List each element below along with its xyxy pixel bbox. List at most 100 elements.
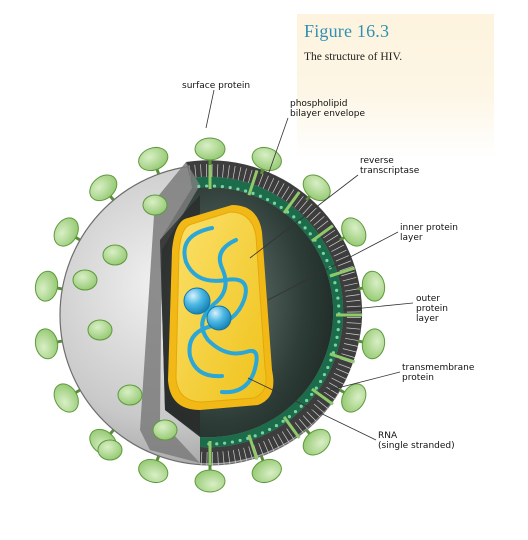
protein-dot xyxy=(243,189,248,193)
protein-dot xyxy=(205,184,209,188)
surface-protein-knobs xyxy=(34,137,386,493)
bilayer-stripe xyxy=(310,407,322,418)
protein-dots xyxy=(197,184,341,446)
surface-protein-knob xyxy=(87,319,113,341)
bilayer-stripe xyxy=(333,249,347,257)
bilayer-stripe xyxy=(323,229,336,239)
figure-caption: The structure of HIV. xyxy=(304,51,403,63)
surface-protein-knob xyxy=(53,383,79,413)
transmembrane-stalk xyxy=(282,191,301,214)
bilayer-stripe xyxy=(222,451,225,466)
leader-rna xyxy=(247,377,377,441)
protein-dot xyxy=(303,226,307,230)
bilayer-stripe xyxy=(286,428,295,441)
protein-dot xyxy=(292,215,296,219)
bilayer-stripe xyxy=(344,288,359,292)
bilayer-stripe xyxy=(306,411,318,423)
protein-dot xyxy=(279,205,283,210)
bilayer-stripe xyxy=(326,386,339,395)
bilayer-stripe xyxy=(342,348,357,353)
leader-transmembrane xyxy=(321,371,401,393)
bilayer-stripe xyxy=(247,169,253,184)
capsid-core xyxy=(168,205,274,410)
bilayer-stripe xyxy=(298,418,309,430)
bilayer-stripe xyxy=(227,165,230,180)
bilayer-stripe xyxy=(343,343,358,347)
bilayer-stripe xyxy=(345,294,360,297)
label-inner-1: inner protein xyxy=(400,223,458,233)
bilayer-stripe xyxy=(306,207,317,219)
surface-protein-knob xyxy=(341,217,367,247)
bilayer-stripe xyxy=(294,422,305,434)
bilayer-stripe xyxy=(238,448,242,463)
bilayer-stripe xyxy=(302,415,313,427)
leader-outer-protein xyxy=(342,302,414,311)
bilayer-stripe xyxy=(294,196,304,208)
protein-dot xyxy=(223,441,227,445)
protein-dot xyxy=(228,185,232,190)
protein-dot xyxy=(220,184,224,189)
protein-dot xyxy=(238,438,242,443)
surface-protein-knob xyxy=(302,428,331,456)
bilayer-stripe xyxy=(346,322,361,324)
bilayer-stripe xyxy=(267,177,275,191)
protein-dot xyxy=(215,442,219,446)
surface-protein-knob xyxy=(34,270,59,302)
label-outer-2: protein xyxy=(416,304,448,314)
bilayer-stripe xyxy=(232,166,236,180)
protein-dot xyxy=(317,245,321,249)
bilayer-stripe xyxy=(346,299,361,302)
bilayer-stripe xyxy=(263,440,270,455)
label-outer-3: layer xyxy=(416,314,439,324)
bilayer-stripe xyxy=(325,234,339,243)
bilayer-stripe xyxy=(262,175,269,189)
bilayer-stripe xyxy=(323,391,336,400)
bilayer-stripe xyxy=(272,180,280,194)
protein-dot xyxy=(318,379,323,384)
bilayer-stripe xyxy=(200,164,202,179)
label-reverse-2: transcriptase xyxy=(360,166,420,176)
rna-strand-2 xyxy=(200,238,259,395)
protein-dot xyxy=(337,320,341,324)
protein-dot xyxy=(336,328,340,332)
bilayer-stripe xyxy=(281,431,290,444)
protein-dot xyxy=(336,296,340,300)
label-rna-2: (single stranded) xyxy=(378,441,455,451)
bilayer-stripe xyxy=(222,164,225,179)
bilayer-stripe xyxy=(342,277,357,282)
surface-protein-knob xyxy=(72,269,98,291)
surface-protein-knob xyxy=(97,439,123,461)
bilayer-stripe xyxy=(346,305,361,308)
protein-dot xyxy=(281,419,285,423)
surface-protein-knob xyxy=(138,146,169,172)
bilayer-stripe xyxy=(331,377,345,385)
reverse-transcriptase-ball-2 xyxy=(206,305,232,331)
protein-dot xyxy=(253,434,257,438)
surface-protein-knob xyxy=(194,469,226,493)
protein-dot xyxy=(251,191,255,195)
bilayer-stripe xyxy=(339,266,354,272)
bilayer-stripe xyxy=(335,255,349,262)
transmembrane-stalk xyxy=(311,224,334,243)
bilayer-stripe xyxy=(237,167,242,181)
bilayer-stripe xyxy=(217,451,219,466)
surface-protein-knob xyxy=(361,270,386,302)
surface-protein-knob xyxy=(53,217,79,247)
labels: surface protein phospholipid bilayer env… xyxy=(182,81,475,451)
protein-dot xyxy=(333,281,337,285)
surface-protein-knob xyxy=(102,244,128,266)
protein-dot xyxy=(230,440,235,444)
protein-dot xyxy=(260,431,265,435)
leader-reverse-transcriptase xyxy=(249,174,359,259)
bilayer-stripe xyxy=(248,446,253,460)
surface-protein-knob xyxy=(34,328,59,360)
bilayer-stripe xyxy=(328,382,342,390)
bilayer-stripe xyxy=(216,164,219,179)
surface-protein-knob xyxy=(142,194,168,216)
bilayer-stripe xyxy=(232,449,237,464)
protein-dot xyxy=(335,335,339,340)
figure-title: Figure 16.3 xyxy=(304,21,390,41)
transmembrane-stalks xyxy=(208,163,362,467)
leader-phospholipid xyxy=(267,117,289,176)
